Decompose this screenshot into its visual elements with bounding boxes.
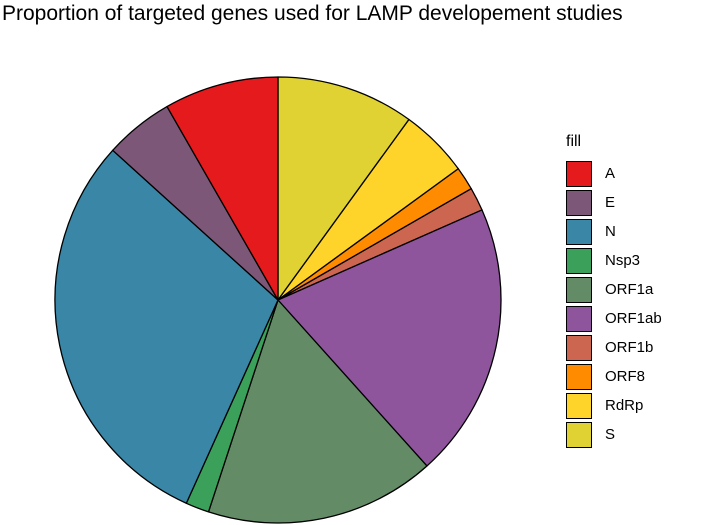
legend-item-rdrp: RdRp: [566, 391, 662, 420]
legend-label: ORF8: [605, 368, 646, 385]
legend-swatch: [566, 160, 592, 187]
legend-title: fill: [566, 133, 582, 150]
legend-swatch: [566, 218, 592, 245]
legend-swatch: [566, 363, 592, 390]
legend-item-orf1b: ORF1b: [566, 333, 662, 362]
pie-slice-orf1ab: [277, 209, 502, 467]
legend-item-n: N: [566, 217, 662, 246]
pie-slice-s: [277, 76, 410, 301]
legend-swatch: [566, 334, 592, 361]
legend-item-e: E: [566, 188, 662, 217]
legend-swatch: [566, 189, 592, 216]
legend-item-orf1ab: ORF1ab: [566, 304, 662, 333]
legend-label: ORF1b: [605, 339, 654, 356]
legend-item-orf8: ORF8: [566, 362, 662, 391]
legend-item-orf1a: ORF1a: [566, 275, 662, 304]
pie-slice-n: [54, 149, 279, 504]
legend-item-nsp3: Nsp3: [566, 246, 662, 275]
legend-label: RdRp: [605, 397, 644, 414]
legend-swatch: [566, 421, 592, 448]
legend-label: Nsp3: [605, 252, 641, 269]
legend-item-s: S: [566, 420, 662, 449]
legend-swatch: [566, 276, 592, 303]
legend-label: S: [605, 426, 616, 443]
legend-label: E: [605, 194, 616, 211]
legend-swatch: [566, 392, 592, 419]
legend-label: ORF1ab: [605, 310, 662, 327]
legend-swatch: [566, 247, 592, 274]
legend-item-a: A: [566, 159, 662, 188]
legend-label: N: [605, 223, 616, 240]
legend-swatch: [566, 305, 592, 332]
pie-slice-orf1a: [207, 299, 428, 524]
legend-label: ORF1a: [605, 281, 654, 298]
legend-label: A: [605, 165, 616, 182]
chart-title: Proportion of targeted genes used for LA…: [2, 2, 623, 25]
pie-slice-a: [166, 76, 279, 301]
